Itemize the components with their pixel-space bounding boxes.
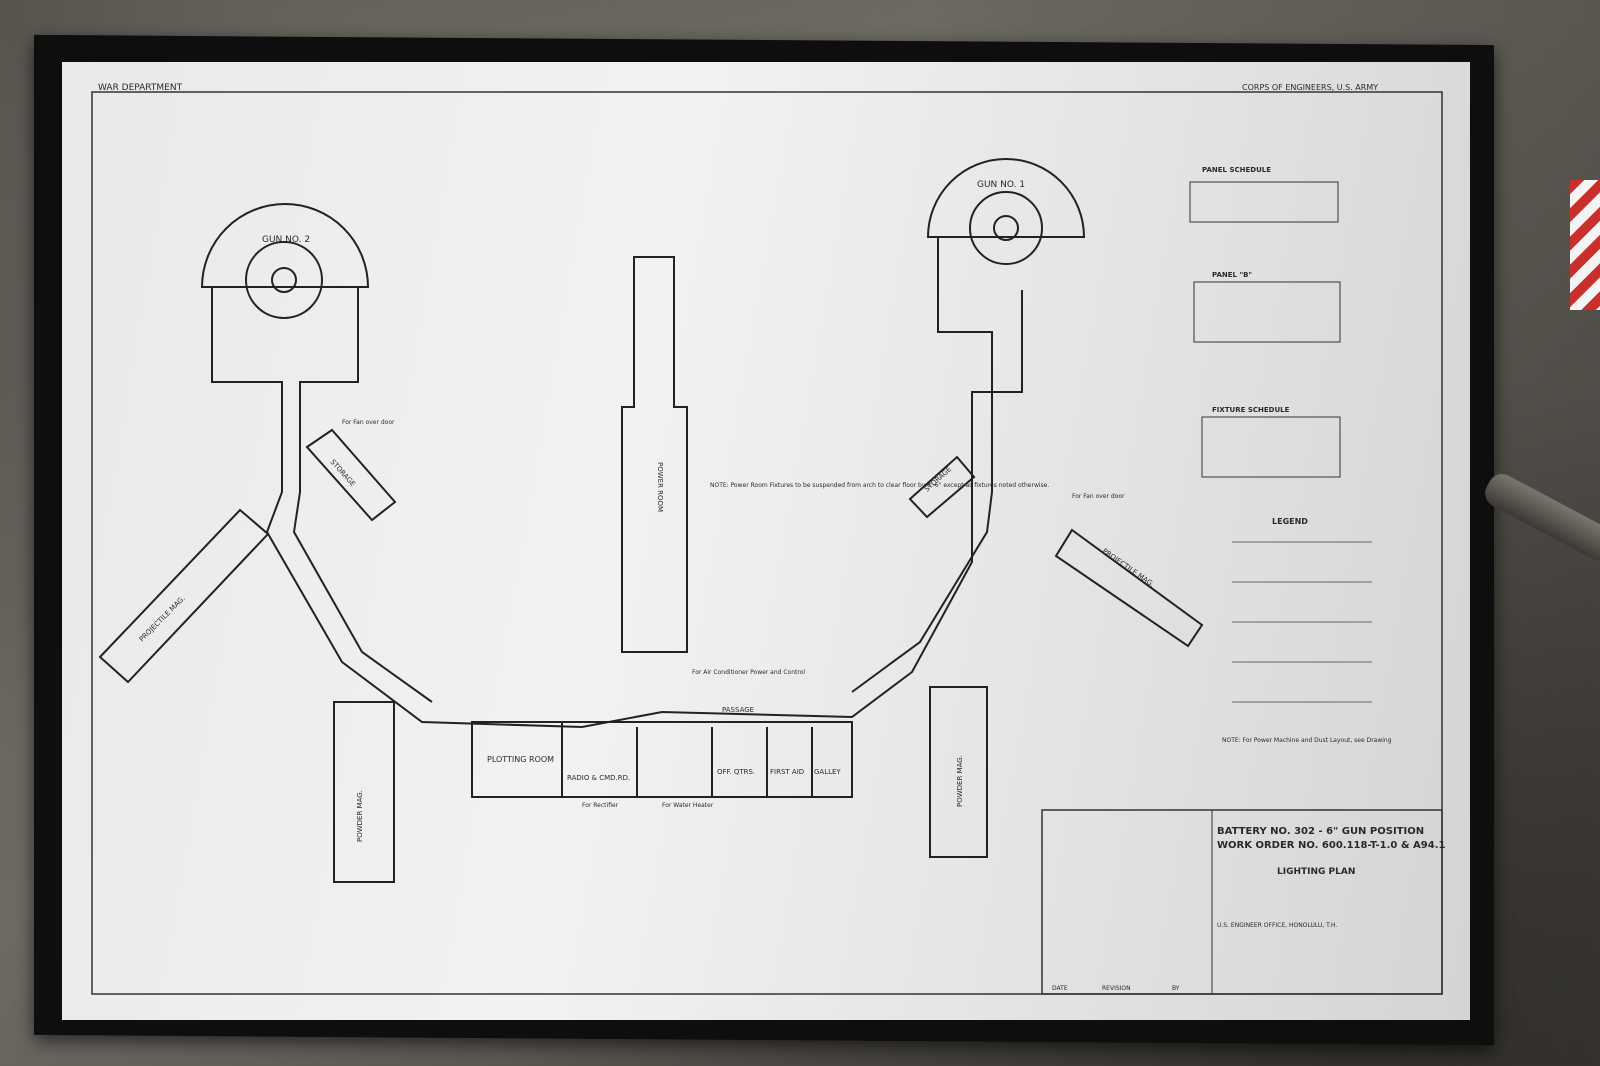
first-aid-label: FIRST AID bbox=[770, 768, 804, 776]
off-qtrs-label: OFF. QTRS. bbox=[717, 768, 755, 776]
title-plan: LIGHTING PLAN bbox=[1277, 867, 1355, 877]
rectifier-note: For Rectifier bbox=[582, 802, 619, 809]
powder-mag-left-label: POWDER MAG. bbox=[356, 790, 364, 842]
air-conditioner-note: For Air Conditioner Power and Control bbox=[692, 669, 805, 676]
col-revision: REVISION bbox=[1102, 985, 1131, 992]
galley-label: GALLEY bbox=[814, 768, 841, 776]
floor-plan bbox=[98, 158, 1204, 883]
power-room bbox=[621, 256, 688, 653]
bottom-rooms bbox=[471, 721, 853, 798]
power-room-note: NOTE: Power Room Fixtures to be suspende… bbox=[710, 482, 1049, 489]
powder-mag-right bbox=[929, 686, 988, 858]
title-line-2: WORK ORDER NO. 600.118-T-1.0 & A94.1 bbox=[1217, 840, 1445, 851]
fixture-schedule-title: FIXTURE SCHEDULE bbox=[1212, 406, 1290, 414]
panel-b-title: PANEL "B" bbox=[1212, 271, 1252, 279]
powder-mag-left bbox=[333, 701, 395, 883]
plotting-room-label: PLOTTING ROOM bbox=[487, 755, 554, 764]
title-line-1: BATTERY NO. 302 - 6" GUN POSITION bbox=[1217, 826, 1424, 837]
col-date: DATE bbox=[1052, 985, 1068, 992]
title-block: BATTERY NO. 302 - 6" GUN POSITION WORK O… bbox=[1041, 809, 1445, 995]
projectile-mag-left bbox=[98, 508, 270, 684]
legend-title: LEGEND bbox=[1272, 517, 1308, 526]
warning-sign bbox=[1570, 180, 1600, 310]
gun-1-emplacement bbox=[926, 158, 1086, 238]
storage-left-label: STORAGE bbox=[329, 458, 357, 488]
lighting-plan-drawing: WAR DEPARTMENT CORPS OF ENGINEERS, U.S. … bbox=[91, 83, 1445, 995]
powder-mag-right-label: POWDER MAG. bbox=[956, 755, 964, 807]
radio-room-label: RADIO & CMD.RD. bbox=[567, 774, 630, 782]
passage-label: PASSAGE bbox=[722, 706, 754, 714]
header-left: WAR DEPARTMENT bbox=[98, 83, 183, 93]
gun-2-emplacement bbox=[200, 203, 370, 288]
projectile-mag-right-label: PROJECTILE MAG. bbox=[1101, 547, 1156, 589]
panel-schedule: PANEL SCHEDULE PANEL "B" FIXTURE SCHEDUL… bbox=[1189, 166, 1392, 744]
projectile-mag-right bbox=[1054, 528, 1204, 648]
gun-2-label: GUN NO. 2 bbox=[262, 235, 310, 245]
projectile-mag-left-label: PROJECTILE MAG. bbox=[138, 594, 187, 643]
power-room-label: POWER ROOM bbox=[656, 462, 664, 512]
fan-note-left: For Fan over door bbox=[342, 419, 395, 426]
header-right: CORPS OF ENGINEERS, U.S. ARMY bbox=[1242, 83, 1378, 92]
water-heater-note: For Water Heater bbox=[662, 802, 714, 809]
panel-schedule-title: PANEL SCHEDULE bbox=[1202, 166, 1271, 174]
storage-right-label: STORAGE bbox=[923, 465, 953, 493]
bottom-note: NOTE: For Power Machine and Dust Layout,… bbox=[1222, 737, 1392, 744]
fan-note-right: For Fan over door bbox=[1072, 493, 1125, 500]
storage-right bbox=[908, 455, 976, 519]
storage-left bbox=[305, 428, 397, 522]
col-by: BY bbox=[1172, 985, 1180, 992]
gun-1-label: GUN NO. 1 bbox=[977, 180, 1025, 190]
title-office: U.S. ENGINEER OFFICE, HONOLULU, T.H. bbox=[1217, 922, 1337, 929]
